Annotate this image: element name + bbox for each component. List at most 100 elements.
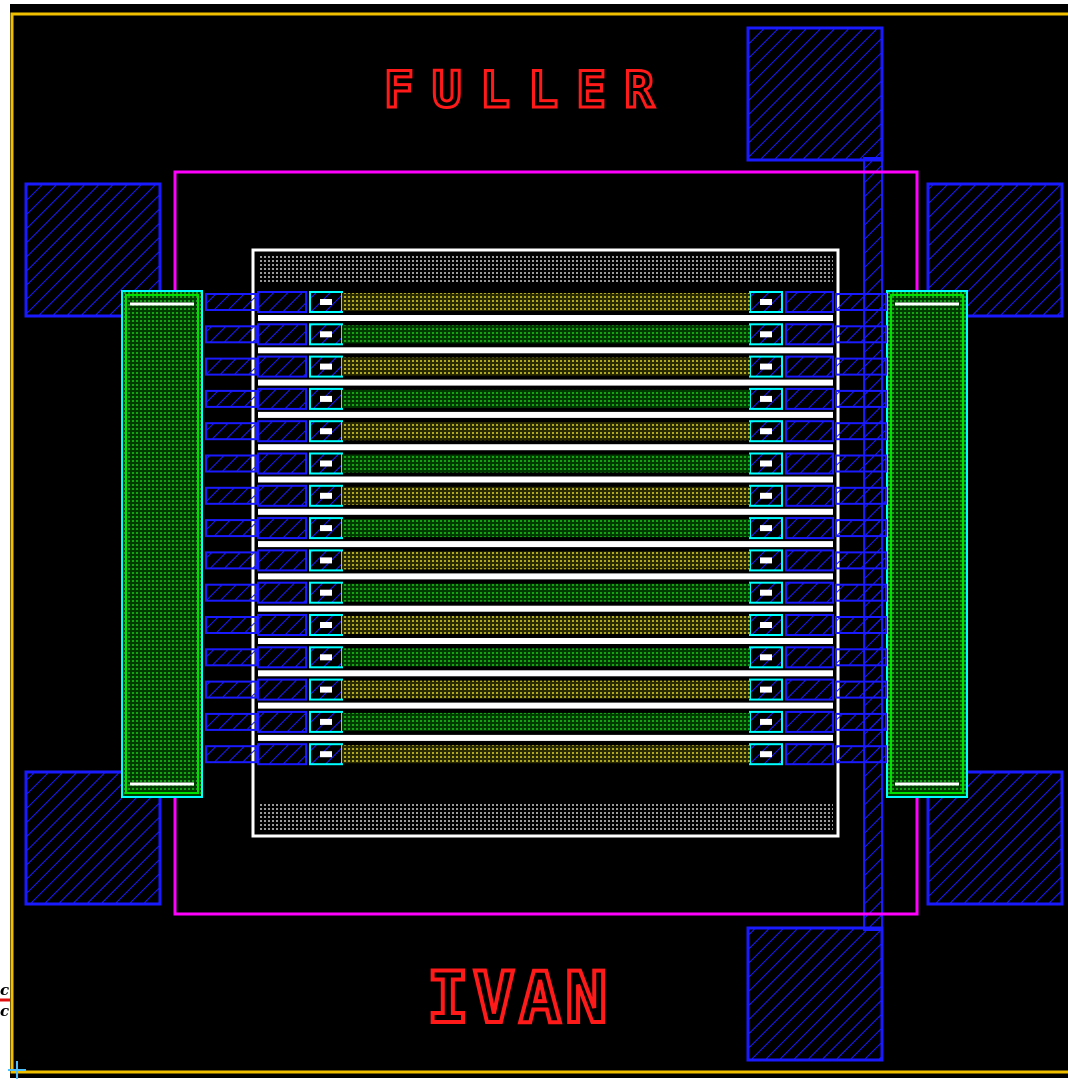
via-mark-right xyxy=(760,299,772,305)
finger-metal-right xyxy=(785,614,834,636)
finger-active xyxy=(342,422,750,441)
poly-gate xyxy=(258,541,833,548)
finger-stub-left xyxy=(205,422,257,441)
via-mark-right xyxy=(760,331,772,338)
finger-stub-left xyxy=(205,389,257,408)
finger-metal-right xyxy=(785,549,834,572)
poly-gate xyxy=(258,476,833,483)
finger-stub-left xyxy=(205,454,257,473)
finger-stub-right xyxy=(835,712,887,731)
finger-metal-right xyxy=(785,291,834,313)
via-mark-right xyxy=(760,492,772,499)
finger-stub-left xyxy=(205,551,257,570)
finger-stub-left xyxy=(205,293,257,311)
via-mark-right xyxy=(760,589,772,596)
finger-metal-right xyxy=(785,743,834,766)
finger-metal-left xyxy=(257,549,307,572)
vertical-bus-connector xyxy=(863,157,883,931)
finger-active xyxy=(342,486,750,505)
poly-gate xyxy=(258,670,833,677)
finger-metal-left xyxy=(257,387,307,410)
finger-stub-right xyxy=(835,616,887,634)
via-mark-left xyxy=(320,654,332,661)
via-mark-right xyxy=(760,718,772,725)
finger-metal-left xyxy=(257,355,307,378)
via-mark-left xyxy=(320,622,332,628)
finger-active xyxy=(342,616,750,634)
via-mark-left xyxy=(320,525,332,532)
via-mark-right xyxy=(760,460,772,467)
poly-gate xyxy=(258,605,833,612)
finger-rows xyxy=(205,291,887,766)
finger-stub-right xyxy=(835,486,887,505)
poly-gate xyxy=(258,734,833,741)
finger-active xyxy=(342,745,750,764)
via-mark-right xyxy=(760,654,772,661)
poly-gate xyxy=(258,702,833,709)
finger-active xyxy=(342,325,750,344)
via-mark-left xyxy=(320,299,332,305)
finger-stub-left xyxy=(205,745,257,764)
finger-stub-right xyxy=(835,293,887,311)
finger-stub-right xyxy=(835,519,887,538)
finger-metal-left xyxy=(257,614,307,636)
via-mark-left xyxy=(320,718,332,725)
via-mark-left xyxy=(320,751,332,758)
via-mark-right xyxy=(760,686,772,693)
via-mark-left xyxy=(320,492,332,499)
finger-metal-right xyxy=(785,420,834,443)
finger-stub-left xyxy=(205,325,257,344)
finger-active xyxy=(342,389,750,408)
poly-gate xyxy=(258,411,833,418)
finger-metal-right xyxy=(785,517,834,540)
finger-stub-right xyxy=(835,745,887,764)
finger-metal-right xyxy=(785,646,834,669)
finger-stub-left xyxy=(205,486,257,505)
poly-gate xyxy=(258,638,833,644)
via-mark-right xyxy=(760,622,772,628)
finger-stub-left xyxy=(205,519,257,538)
finger-stub-right xyxy=(835,648,887,667)
finger-metal-left xyxy=(257,484,307,507)
top-label: FULLER xyxy=(384,61,673,119)
via-mark-left xyxy=(320,363,332,370)
finger-active xyxy=(342,551,750,570)
finger-active xyxy=(342,454,750,473)
finger-active xyxy=(342,357,750,376)
via-mark-right xyxy=(760,395,772,402)
side-contact-left xyxy=(121,290,203,798)
side-contacts xyxy=(121,290,968,798)
finger-stub-right xyxy=(835,389,887,408)
finger-active xyxy=(342,648,750,667)
via-mark-right xyxy=(760,525,772,532)
finger-stub-left xyxy=(205,680,257,699)
poly-gate xyxy=(258,379,833,386)
finger-metal-left xyxy=(257,420,307,443)
finger-metal-left xyxy=(257,323,307,346)
poly-gate xyxy=(258,573,833,580)
finger-active xyxy=(342,712,750,731)
finger-active xyxy=(342,519,750,538)
finger-metal-left xyxy=(257,581,307,604)
finger-stub-left xyxy=(205,616,257,634)
finger-metal-right xyxy=(785,355,834,378)
finger-stub-right xyxy=(835,454,887,473)
origin-marker xyxy=(8,1061,26,1079)
via-mark-right xyxy=(760,751,772,758)
finger-metal-left xyxy=(257,710,307,733)
finger-stub-right xyxy=(835,422,887,441)
finger-stub-left xyxy=(205,357,257,376)
finger-stub-right xyxy=(835,583,887,602)
cell-boundary xyxy=(10,12,1068,1074)
finger-metal-left xyxy=(257,678,307,701)
finger-active xyxy=(342,680,750,699)
bottom-label: IVAN xyxy=(427,957,612,1039)
poly-gate xyxy=(258,315,833,321)
poly-gate xyxy=(258,347,833,354)
finger-stub-right xyxy=(835,325,887,344)
via-mark-right xyxy=(760,363,772,370)
margin-glyph-2: c xyxy=(0,1002,10,1020)
via-mark-left xyxy=(320,557,332,564)
finger-active xyxy=(342,583,750,602)
